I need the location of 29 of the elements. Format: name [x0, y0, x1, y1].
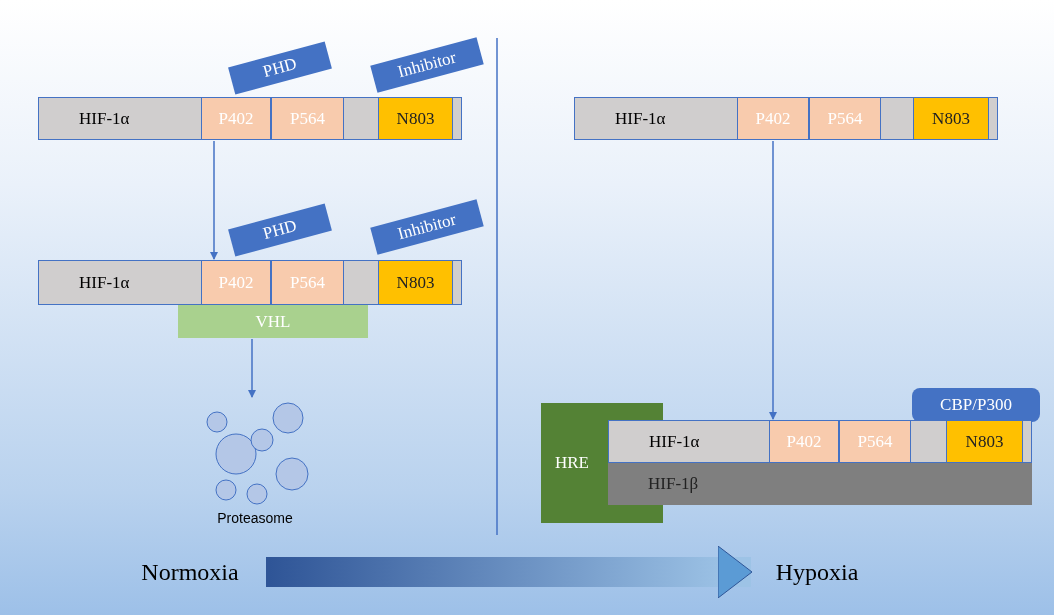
protein-bar: [38, 97, 462, 140]
protein-name: HIF-1α: [79, 108, 130, 129]
protein-bar: [574, 97, 998, 140]
domain-segment: N803: [946, 421, 1023, 462]
protein-block: HIF-1β: [608, 463, 1032, 505]
domain-segment: P402: [201, 261, 271, 304]
condition-label: Normoxia: [120, 555, 260, 589]
block-arrow: [266, 545, 753, 599]
arrow: [769, 140, 777, 420]
domain-segment: N803: [913, 98, 989, 139]
domain-segment: P402: [769, 421, 839, 462]
condition-label: Hypoxia: [757, 555, 877, 589]
protein-bar: [608, 420, 1032, 463]
protein-block: VHL: [178, 305, 368, 338]
domain-segment: P402: [737, 98, 809, 139]
domain-segment: P564: [271, 261, 344, 304]
proteasome-label: Proteasome: [217, 510, 293, 526]
protein-block: CBP/P300: [912, 388, 1040, 422]
domain-segment: N803: [378, 98, 453, 139]
protein-bar: [38, 260, 462, 305]
domain-segment: N803: [378, 261, 453, 304]
domain-segment: P564: [271, 98, 344, 139]
domain-segment: P564: [839, 421, 911, 462]
domain-segment: P402: [201, 98, 271, 139]
protein-name: HIF-1α: [615, 108, 666, 129]
domain-segment: P564: [809, 98, 881, 139]
protein-name: HIF-1α: [79, 272, 130, 293]
arrow: [248, 338, 256, 398]
arrow: [210, 140, 218, 260]
